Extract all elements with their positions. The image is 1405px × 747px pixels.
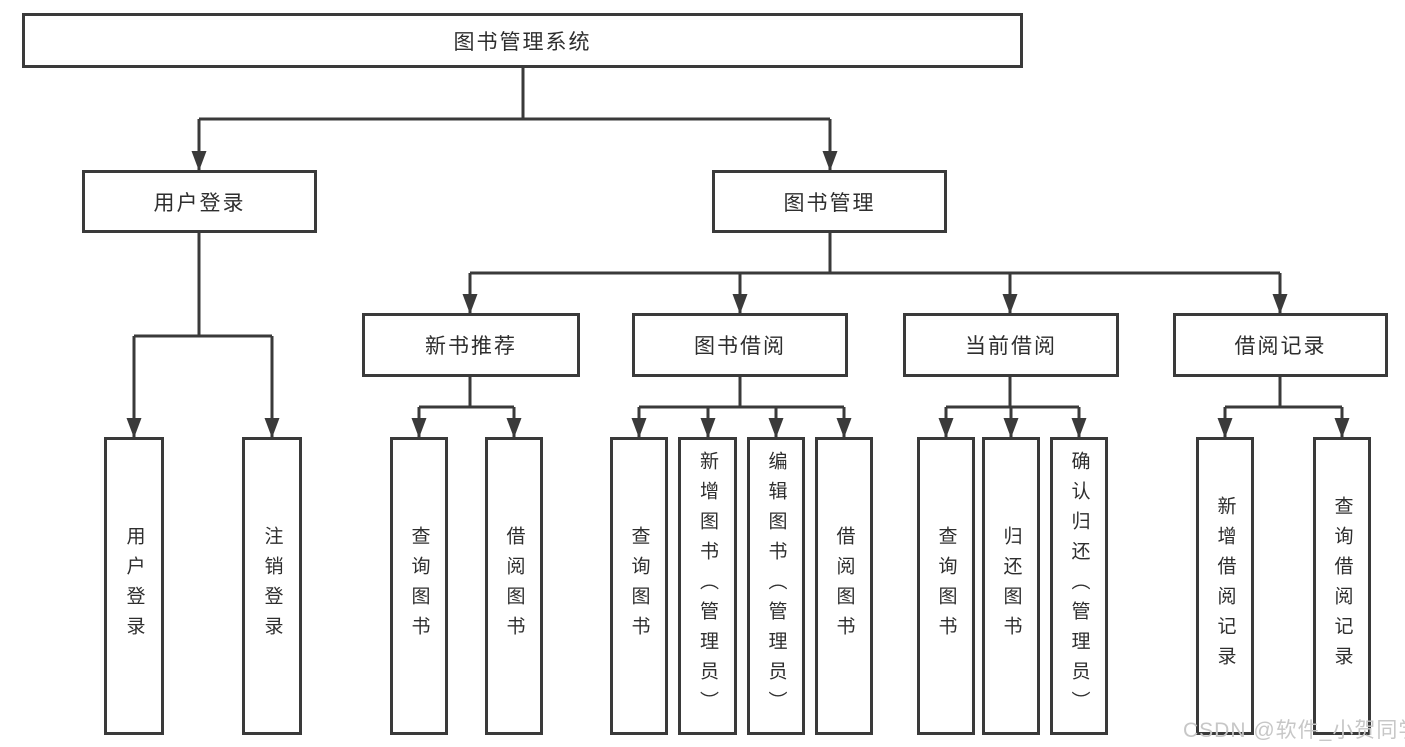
leaf-nb-borrow-books: 借阅图书 [485,437,543,735]
node-book-management: 图书管理 [712,170,947,233]
leaf-cb-confirm-return-label: 确认归还（管理员） [1068,451,1090,721]
leaf-nb-borrow-books-label: 借阅图书 [503,526,525,646]
leaf-rec-query-record-label: 查询借阅记录 [1331,496,1353,676]
leaf-bb-edit-books-label: 编辑图书（管理员） [765,451,787,721]
leaf-bb-query-books: 查询图书 [610,437,668,735]
leaf-bb-borrow-books-label: 借阅图书 [833,526,855,646]
node-borrow-records-label: 借阅记录 [1234,335,1327,358]
node-current-borrowing-label: 当前借阅 [965,335,1057,358]
leaf-cb-return-books: 归还图书 [982,437,1040,735]
node-book-borrowing-label: 图书借阅 [694,335,786,358]
leaf-nb-query-books: 查询图书 [390,437,448,735]
leaf-bb-edit-books: 编辑图书（管理员） [747,437,805,735]
node-current-borrowing: 当前借阅 [903,313,1119,377]
node-new-book-recommend-label: 新书推荐 [425,335,517,358]
node-book-management-label: 图书管理 [783,191,876,215]
leaf-cb-query-books-label: 查询图书 [935,526,957,646]
node-root: 图书管理系统 [22,13,1023,68]
leaf-cb-confirm-return: 确认归还（管理员） [1050,437,1108,735]
node-new-book-recommend: 新书推荐 [362,313,580,377]
leaf-user-login: 用户登录 [104,437,164,735]
node-user-login: 用户登录 [82,170,317,233]
leaf-bb-add-books-label: 新增图书（管理员） [697,451,718,721]
node-borrow-records: 借阅记录 [1173,313,1388,377]
node-user-login-label: 用户登录 [153,191,246,215]
leaf-user-login-label: 用户登录 [123,526,145,646]
leaf-cb-query-books: 查询图书 [917,437,975,735]
leaf-nb-query-books-label: 查询图书 [408,526,430,646]
leaf-logout-label: 注销登录 [261,526,283,646]
leaf-bb-query-books-label: 查询图书 [628,526,650,646]
node-root-label: 图书管理系统 [453,30,592,54]
leaf-bb-add-books: 新增图书（管理员） [678,437,737,735]
leaf-bb-borrow-books: 借阅图书 [815,437,873,735]
leaf-rec-add-record: 新增借阅记录 [1196,437,1254,735]
leaf-rec-add-record-label: 新增借阅记录 [1214,496,1236,676]
csdn-watermark: CSDN @软件_小贺同学 [1183,719,1405,742]
node-book-borrowing: 图书借阅 [632,313,848,377]
leaf-rec-query-record: 查询借阅记录 [1313,437,1371,735]
leaf-cb-return-books-label: 归还图书 [1000,526,1022,646]
leaf-logout: 注销登录 [242,437,302,735]
